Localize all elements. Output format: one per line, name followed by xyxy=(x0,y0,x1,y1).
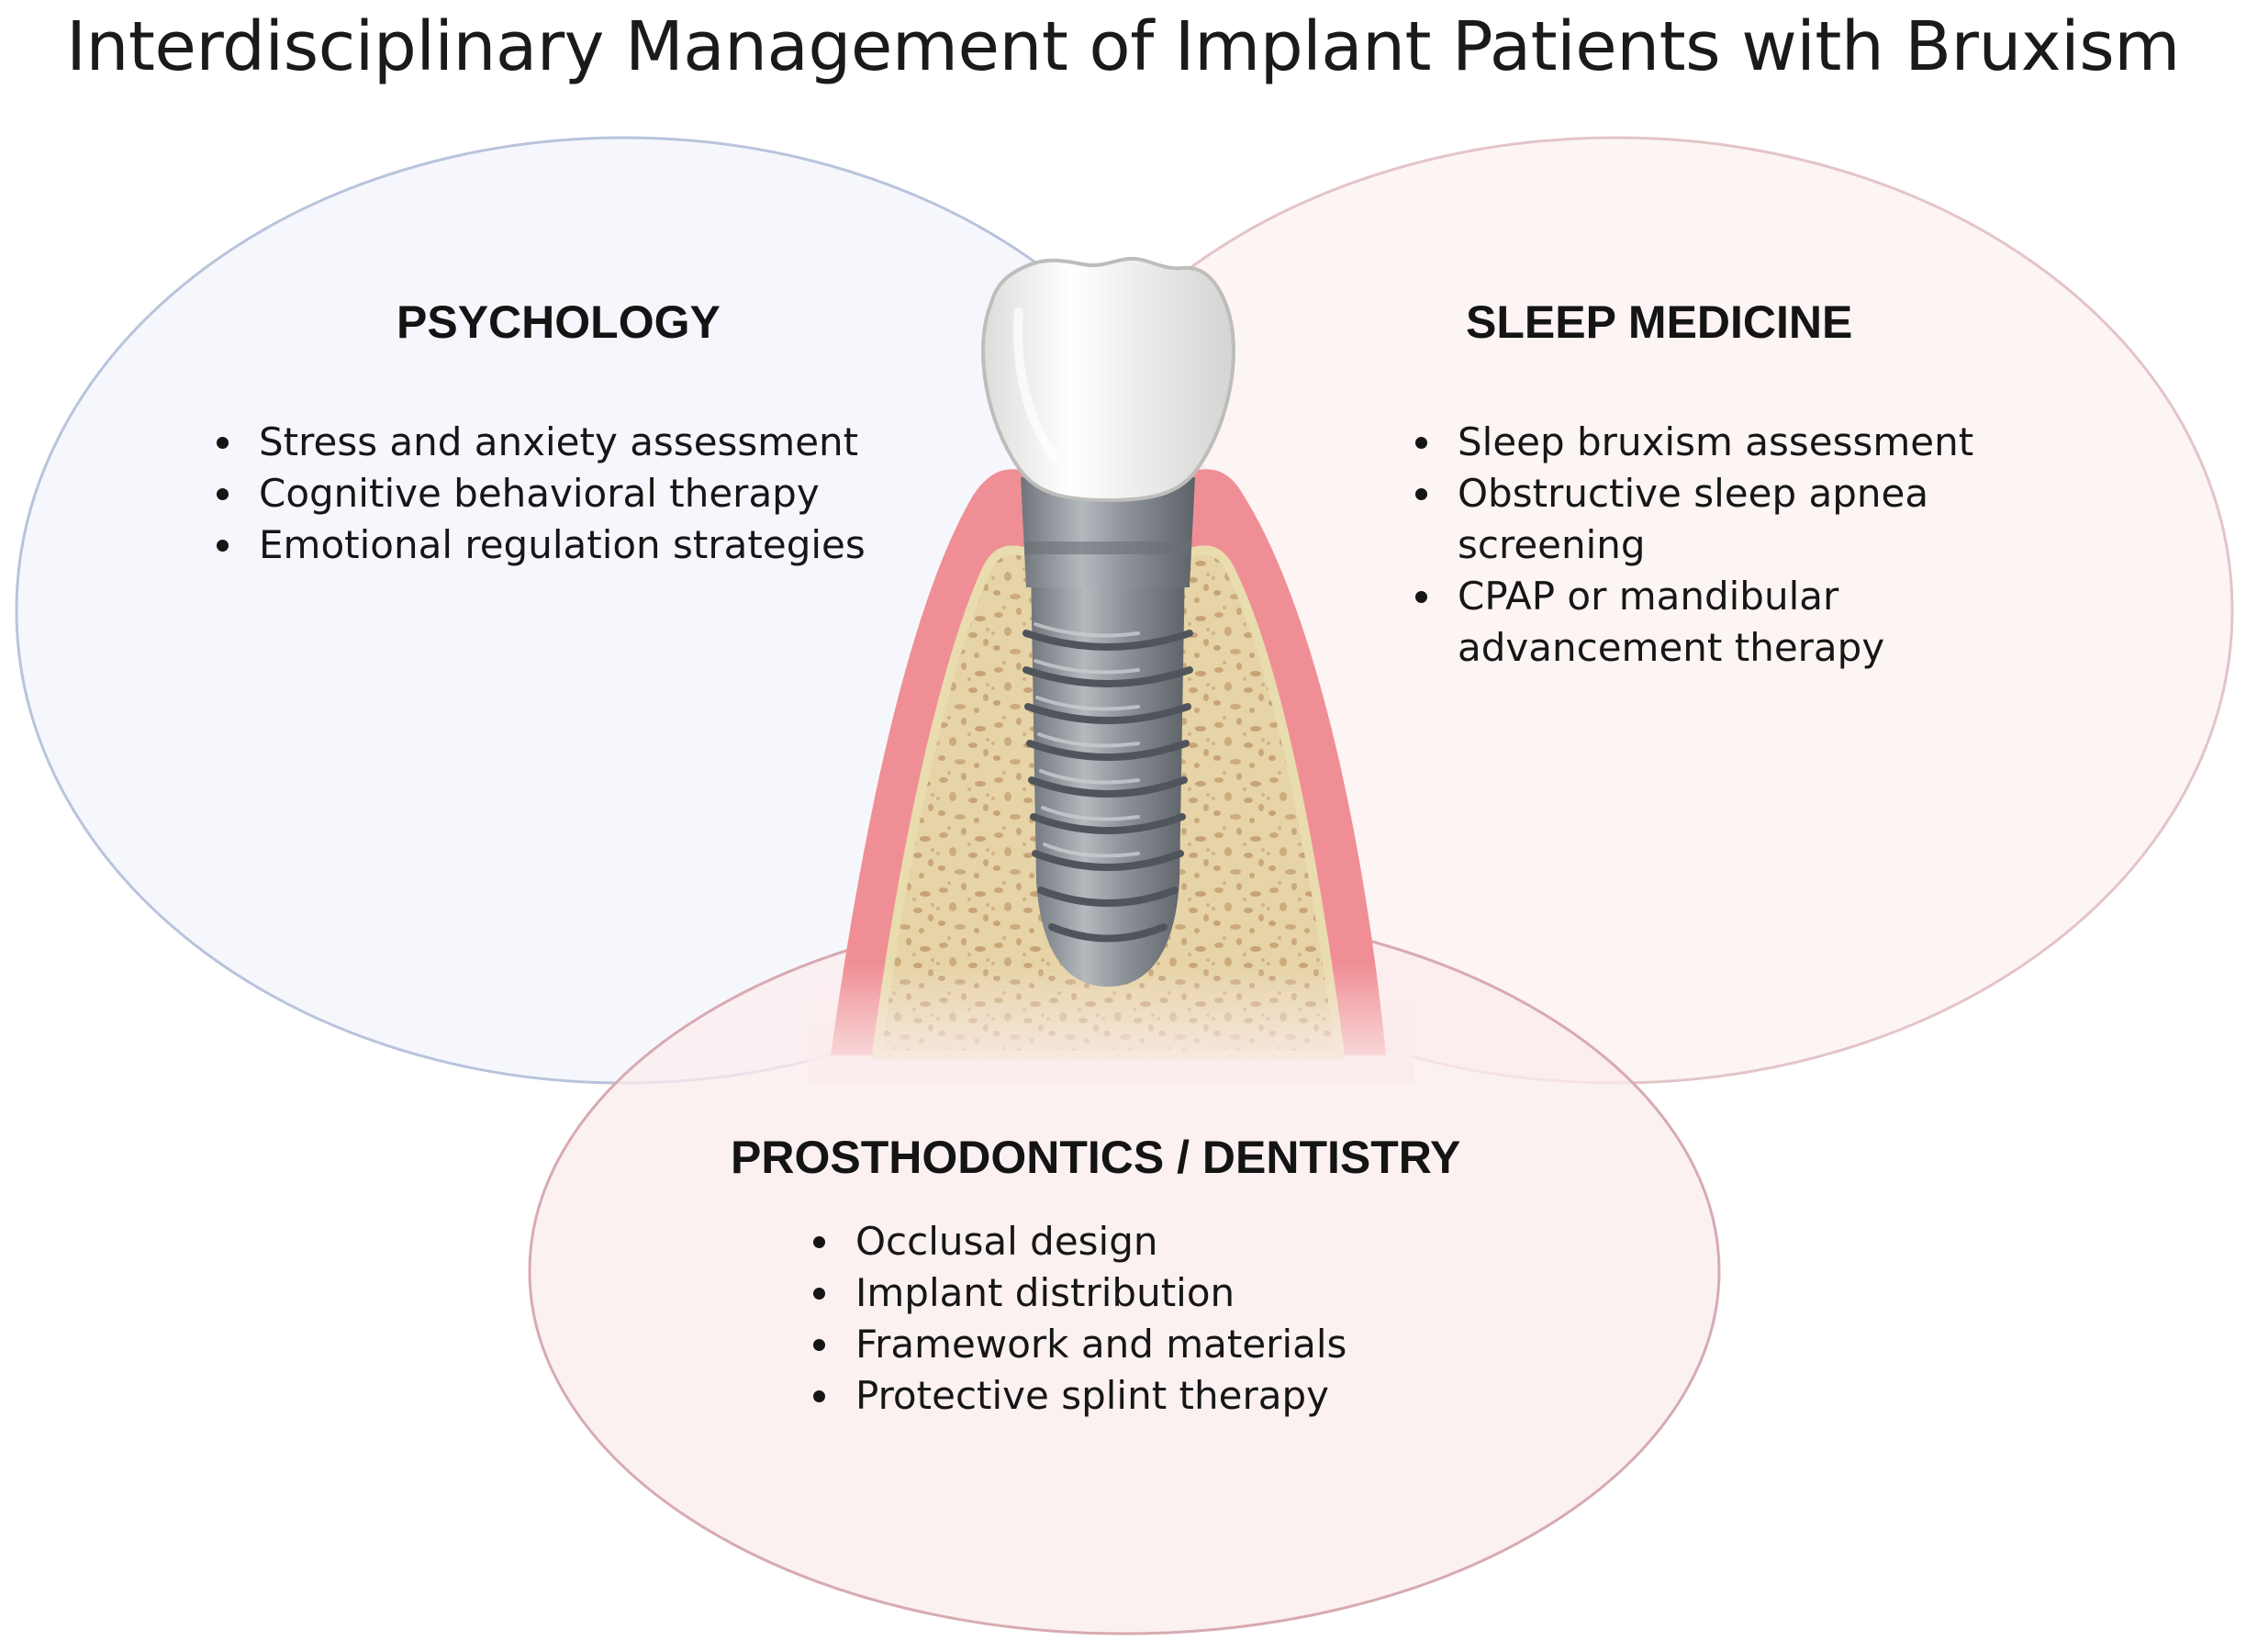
list-item: Emotional regulation strategies xyxy=(211,519,909,571)
list-item: Stress and anxiety assessment xyxy=(211,417,909,468)
list-item: Framework and materials xyxy=(808,1319,1469,1370)
page-title: Interdisciplinary Management of Implant … xyxy=(66,7,2180,86)
prosthodontics-list: Occlusal design Implant distribution Fra… xyxy=(808,1216,1469,1422)
list-item: Implant distribution xyxy=(808,1267,1469,1319)
list-item: CPAP or mandibular advancement therapy xyxy=(1410,571,1997,674)
psychology-list: Stress and anxiety assessment Cognitive … xyxy=(211,417,909,571)
list-item: Occlusal design xyxy=(808,1216,1469,1267)
dental-implant-icon xyxy=(808,256,1414,1083)
psychology-heading: PSYCHOLOGY xyxy=(397,296,721,348)
list-item: Protective splint therapy xyxy=(808,1370,1469,1422)
sleep-medicine-list: Sleep bruxism assessment Obstructive sle… xyxy=(1410,417,1997,674)
list-item: Sleep bruxism assessment xyxy=(1410,417,1997,468)
list-item: Obstructive sleep apnea screening xyxy=(1410,468,1997,571)
prosthodontics-heading: PROSTHODONTICS / DENTISTRY xyxy=(731,1132,1461,1183)
list-item: Cognitive behavioral therapy xyxy=(211,468,909,519)
sleep-medicine-heading: SLEEP MEDICINE xyxy=(1466,296,1853,348)
